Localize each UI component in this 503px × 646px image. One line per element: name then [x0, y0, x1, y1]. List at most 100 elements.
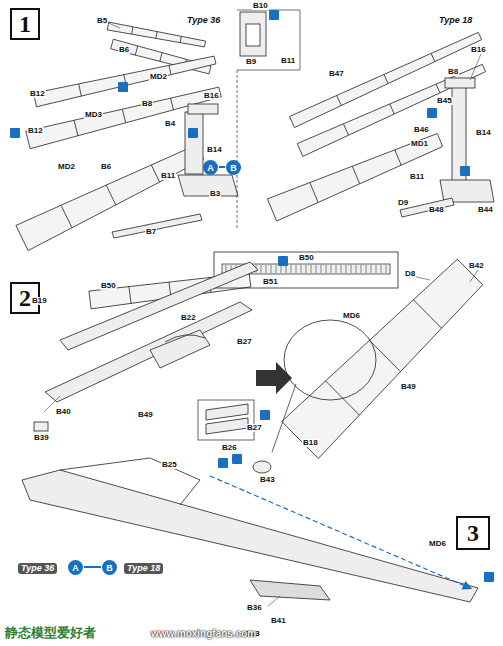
part-number: MD1 [410, 140, 429, 148]
rack-tooth [381, 265, 382, 273]
part-number: B4 [164, 120, 176, 128]
part-number: B27 [246, 424, 263, 432]
rack-tooth [326, 265, 327, 273]
part-number: B6 [100, 163, 112, 171]
barrel-ring [395, 150, 401, 165]
part-number: B8 [447, 68, 459, 76]
rack-tooth [306, 265, 307, 273]
part-number: B44 [477, 206, 494, 214]
part-number: MD6 [428, 540, 447, 548]
part-number: B39 [33, 434, 50, 442]
variant-letter: B [230, 163, 237, 173]
part-number: B51 [262, 278, 279, 286]
exchange-symbol [219, 166, 225, 168]
part-number: B26 [221, 444, 238, 452]
part-number: B6 [118, 46, 130, 54]
barrel-ring [79, 84, 82, 96]
part-number: B50 [298, 254, 315, 262]
rack-tooth [281, 265, 282, 273]
rack-tooth [346, 265, 347, 273]
rack-tooth [296, 265, 297, 273]
barrel-ring [122, 109, 125, 123]
rack-tooth [336, 265, 337, 273]
rack-tooth [361, 265, 362, 273]
part-number: B48 [428, 206, 445, 214]
barrel-ring [135, 46, 137, 55]
rack-tooth [386, 265, 387, 273]
part-number: B16 [203, 92, 220, 100]
part-number: B49 [400, 383, 417, 391]
barrel-ring [132, 27, 133, 34]
glue-icons [10, 10, 494, 582]
exchange-symbol [84, 566, 101, 568]
step-number: 3 [467, 520, 479, 547]
barrel-ring [343, 124, 348, 135]
part-number: B11 [280, 57, 296, 65]
variant-circle: B [226, 160, 241, 175]
part-number: B25 [161, 461, 178, 469]
barrel-ring [180, 36, 181, 42]
watermark: www.moxingfans.com [150, 629, 257, 639]
rack-tooth [276, 265, 277, 273]
variant-label: Type 36 [18, 563, 57, 574]
part-number: B49 [137, 411, 154, 419]
rack-tooth [341, 265, 342, 273]
part-number: B43 [259, 476, 276, 484]
rack-tooth [321, 265, 322, 273]
cradle-parts [34, 262, 271, 473]
part-number: B14 [475, 129, 492, 137]
rack-tooth [291, 265, 292, 273]
part-number: B19 [31, 297, 48, 305]
part-number: MD2 [149, 73, 168, 81]
part-number: B12 [29, 90, 46, 98]
variant-letter: A [207, 163, 214, 173]
part-number: B47 [328, 70, 345, 78]
part-number: B41 [270, 617, 287, 625]
barrel-ring [160, 53, 162, 62]
variant-circle: B [102, 560, 117, 575]
barrel-ring [384, 74, 388, 83]
barrel-ring [431, 53, 435, 61]
rack-tooth [266, 265, 267, 273]
part-number: B7 [145, 228, 157, 236]
rack-tooth [301, 265, 302, 273]
part-number: B40 [55, 408, 72, 416]
part-number: B36 [246, 604, 263, 612]
rack-tooth [286, 265, 287, 273]
part-number: B11 [160, 172, 176, 180]
part-number: B18 [302, 439, 319, 447]
barrel-ring [156, 32, 157, 39]
part-number: B14 [206, 146, 223, 154]
barrel-ring [171, 98, 174, 110]
barrel-ring [129, 287, 131, 304]
barrel-ring [352, 166, 359, 184]
part-number: B3 [209, 190, 221, 198]
part-number: B5 [96, 17, 108, 25]
variant-circle: A [68, 560, 83, 575]
part-number: B16 [470, 46, 487, 54]
rack-tooth [311, 265, 312, 273]
part-number: MD3 [84, 111, 103, 119]
step-number-box: 1 [10, 8, 40, 40]
barrel-ring [74, 120, 78, 136]
barrel-ring [61, 205, 72, 228]
part-number: MD2 [57, 163, 76, 171]
barrel-ring [436, 84, 440, 93]
rack-tooth [356, 265, 357, 273]
rack-tooth [371, 265, 372, 273]
barrel-ring [106, 185, 116, 205]
rack-tooth [376, 265, 377, 273]
variant-label: Type 36 [186, 16, 221, 25]
part-number: B50 [100, 282, 117, 290]
part-number: D8 [404, 270, 416, 278]
step-number: 2 [19, 285, 31, 312]
part-number: B11 [409, 173, 425, 181]
step-number-box: 3 [456, 516, 490, 550]
part-number: B45 [436, 97, 453, 105]
part-number: B9 [245, 58, 257, 66]
barrel-ring [390, 104, 394, 114]
variant-letter: A [72, 563, 79, 573]
variant-letter: B [106, 563, 113, 573]
watermark: 静态模型爱好者 [4, 626, 97, 639]
